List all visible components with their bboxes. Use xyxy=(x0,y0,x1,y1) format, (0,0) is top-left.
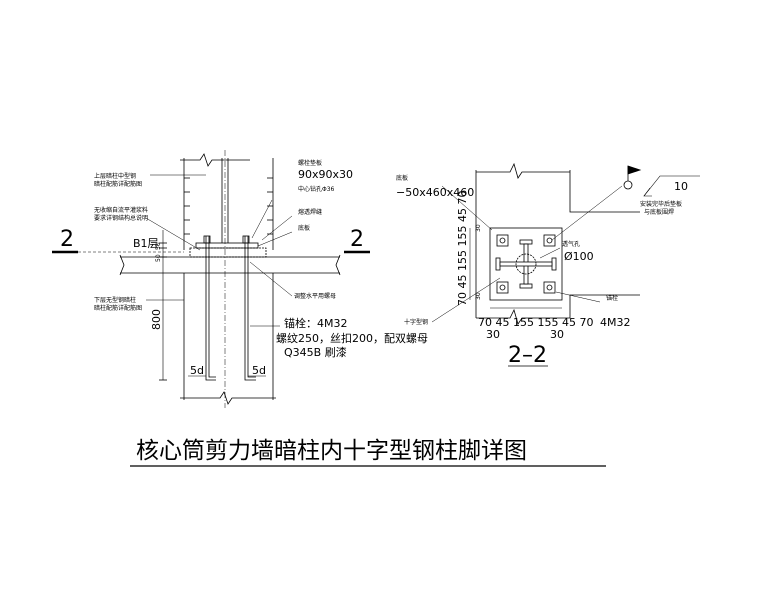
dim-hook-right: 5d xyxy=(252,364,266,377)
dim-chain-horizontal: 70 45 155 155 45 70 xyxy=(478,316,593,329)
dim-hook-left: 5d xyxy=(190,364,204,377)
wall-right-edge-lower xyxy=(569,294,640,318)
dim-30-b: 30 xyxy=(550,328,564,341)
dim-30-c: 30 xyxy=(475,224,482,232)
left-elevation-detail xyxy=(52,150,370,408)
anchor-bolt-right-inner xyxy=(247,236,256,378)
level-label: B1层 xyxy=(133,237,159,250)
break-line-top xyxy=(180,153,250,167)
section-note-anchor: 锚栓 xyxy=(606,294,618,302)
section-note-base-plate: 底板 xyxy=(396,174,408,182)
anchor-bolt-left-outer xyxy=(205,236,216,381)
break-line-section-bottom xyxy=(476,308,570,325)
anchor-spec: 螺纹250，丝扣200，配双螺母 xyxy=(276,331,428,345)
anchor-grade: Q345B 刷漆 xyxy=(284,346,347,359)
section-note-vent-hole: 透气孔 xyxy=(562,240,580,248)
anchor-washer-tl xyxy=(496,234,509,247)
note-upper-column-2: 暗柱配筋详配筋图 xyxy=(94,180,142,188)
anchor-bolt-right-outer xyxy=(244,236,256,381)
vent-hole xyxy=(515,253,537,275)
anchor-bolt-label: 锚栓：4M32 xyxy=(284,316,348,330)
anchor-bolt-left-inner xyxy=(208,236,216,378)
note-base-plate: 底板 xyxy=(298,224,310,232)
dim-embed: 800 xyxy=(150,309,163,330)
note-leveling-nut: 调整水平用螺母 xyxy=(294,292,336,300)
dim-30-a: 30 xyxy=(486,328,500,341)
slab-break-left xyxy=(119,254,125,276)
note-upper-column-1: 上层暗柱中型钢 xyxy=(94,172,136,180)
dim-30-d: 30 xyxy=(475,292,482,300)
right-section-detail xyxy=(431,162,700,367)
section-mark-left: 2 xyxy=(60,227,74,252)
elevation-note-1: 安装完毕后垫板 xyxy=(640,200,682,208)
break-line-bottom xyxy=(180,391,276,405)
section-mark-right: 2 xyxy=(350,227,364,252)
elevation-flag-icon xyxy=(627,165,642,175)
section-base-plate-size: −50x460x460 xyxy=(396,186,474,199)
dim-chain-vertical: 70 45 155 155 45 70 xyxy=(456,191,469,306)
note-weld: 熔透焊缝 xyxy=(298,208,322,216)
note-anchor-washer: 螺栓垫板 xyxy=(298,159,322,167)
washer-size: 90x90x30 xyxy=(298,168,353,181)
cross-steel-flange-left xyxy=(495,257,501,271)
section-anchor-bolt: 4M32 xyxy=(600,316,631,329)
washer-hole: 中心钻孔Φ36 xyxy=(298,185,335,193)
note-grout-1: 无收缩自流平灌浆料 xyxy=(94,206,148,214)
wall-right-edge-upper xyxy=(569,170,640,213)
break-line-section-top xyxy=(476,162,570,179)
anchor-washer-tr xyxy=(543,234,556,247)
anchor-washer-bl xyxy=(496,281,509,294)
section-base-plate xyxy=(489,227,563,301)
drawing-title: 核心筒剪力墙暗柱内十字型钢柱脚详图 xyxy=(136,438,527,464)
elevation-marker xyxy=(623,180,633,190)
cross-steel-flange-top xyxy=(519,239,533,245)
base-plate xyxy=(195,242,259,249)
dim-grout-2: 50 xyxy=(155,254,162,262)
section-note-cross-steel: 十字型钢 xyxy=(404,318,428,326)
cross-steel-flange-right xyxy=(551,257,557,271)
note-lower-column-2: 暗柱配筋详配筋图 xyxy=(94,304,142,312)
anchor-washer-br xyxy=(543,281,556,294)
slab-break-right xyxy=(335,254,341,276)
nut-right xyxy=(242,235,250,244)
cross-steel-flange-bottom xyxy=(519,283,533,289)
note-lower-column-1: 下层无型钢暗柱 xyxy=(94,296,136,304)
elevation-note-2: 与底板围焊 xyxy=(644,208,674,216)
elevation-value: 10 xyxy=(674,180,688,193)
dim-grout-1: 50 xyxy=(155,242,162,250)
shear-studs xyxy=(184,177,273,235)
section-vent-hole-size: Ø100 xyxy=(564,250,594,263)
grout-layer xyxy=(189,247,267,258)
section-label: 2–2 xyxy=(508,343,547,368)
note-grout-2: 要求详钢结构总说明 xyxy=(94,214,148,222)
nut-left xyxy=(203,235,211,244)
cross-steel-web-horizontal xyxy=(499,261,553,267)
